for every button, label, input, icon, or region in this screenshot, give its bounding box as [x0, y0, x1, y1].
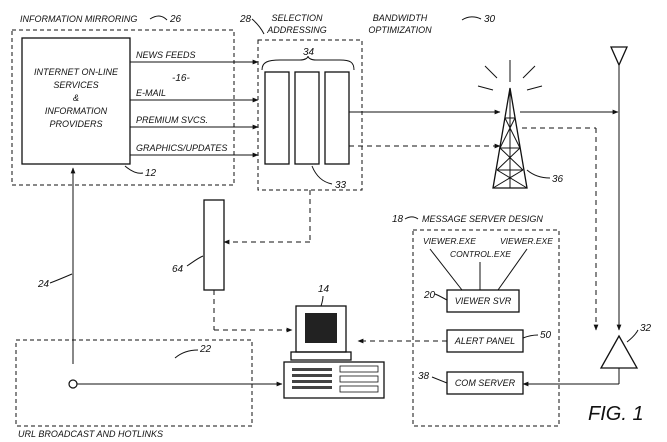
feed-graphics: GRAPHICS/UPDATES: [136, 143, 227, 153]
url-num: 22: [199, 344, 212, 355]
msg-server-num: 18: [392, 214, 404, 225]
providers-line2: SERVICES: [53, 80, 98, 90]
alert-panel: ALERT PANEL: [454, 336, 515, 346]
server-rack-1: [265, 72, 289, 164]
com-server-num: 38: [418, 371, 430, 382]
com-server: COM SERVER: [455, 378, 516, 388]
providers-line1: INTERNET ON-LINE: [34, 67, 119, 77]
bandwidth-line1: BANDWIDTH: [373, 13, 428, 23]
viewer-exe-right: VIEWER.EXE: [500, 236, 553, 246]
viewer-svr: VIEWER SVR: [455, 296, 512, 306]
selection-num: 28: [239, 14, 252, 25]
servers-bottom-num: 33: [335, 180, 347, 191]
feed-num: -16-: [172, 73, 190, 84]
url-node: [69, 380, 77, 388]
pager-device: [204, 200, 224, 290]
providers-line5: PROVIDERS: [49, 119, 102, 129]
servers-num: 34: [303, 47, 315, 58]
feed-news: NEWS FEEDS: [136, 50, 196, 60]
msg-server-box: [413, 230, 559, 426]
feed-premium: PREMIUM SVCS.: [136, 115, 208, 125]
transmission-tower: [478, 60, 542, 188]
info-mirroring-label: INFORMATION MIRRORING: [20, 14, 137, 24]
url-broadcast-box: [16, 340, 252, 426]
computer-num: 14: [318, 284, 330, 295]
bandwidth-num: 30: [484, 14, 496, 25]
viewer-exe-left: VIEWER.EXE: [423, 236, 476, 246]
bandwidth-line2: OPTIMIZATION: [368, 25, 432, 35]
viewer-svr-num: 20: [423, 290, 436, 301]
providers-line3: &: [73, 93, 79, 103]
info-mirroring-num: 26: [169, 14, 182, 25]
link-num: 24: [37, 279, 50, 290]
selection-line1: SELECTION: [271, 13, 323, 23]
pager-num: 64: [172, 264, 184, 275]
url-label: URL BROADCAST AND HOTLINKS: [18, 429, 163, 439]
top-antenna: [611, 47, 627, 65]
tower-num: 36: [552, 174, 564, 185]
msg-server-label: MESSAGE SERVER DESIGN: [422, 214, 543, 224]
server-rack-2: [295, 72, 319, 164]
receiver-num: 32: [640, 323, 652, 334]
receiver-antenna: [601, 336, 637, 368]
control-exe: CONTROL.EXE: [450, 249, 511, 259]
feed-email: E-MAIL: [136, 88, 166, 98]
server-rack-3: [325, 72, 349, 164]
alert-panel-num: 50: [540, 330, 552, 341]
selection-box: [258, 40, 362, 190]
providers-line4: INFORMATION: [45, 106, 108, 116]
providers-num: 12: [145, 168, 157, 179]
figure-label: FIG. 1: [588, 403, 644, 425]
user-computer: [284, 306, 384, 398]
selection-line2: ADDRESSING: [266, 25, 327, 35]
